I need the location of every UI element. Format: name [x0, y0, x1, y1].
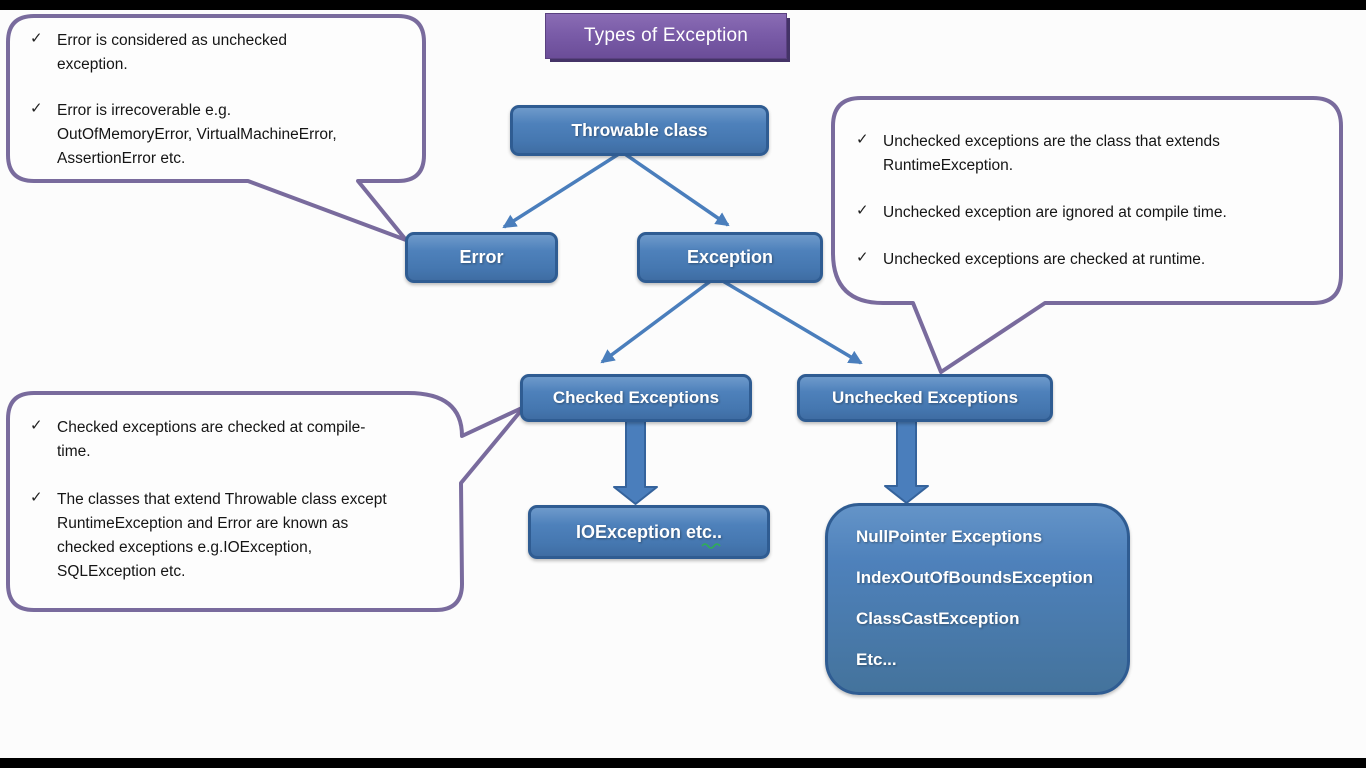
note-text: Unchecked exception are ignored at compi…	[883, 204, 1227, 221]
node-checked-label: Checked Exceptions	[552, 388, 720, 407]
callout-error-note: ✓ Error is considered as unchecked excep…	[30, 29, 370, 171]
note-text: Error is considered as unchecked excepti…	[57, 32, 288, 73]
node-exception-label: Exception	[686, 247, 774, 267]
arrow-throwable-to-error	[502, 150, 623, 229]
node-error: Error	[405, 232, 558, 283]
callout-unchecked-note: ✓ Unchecked exceptions are the class tha…	[856, 130, 1318, 272]
node-checked-exceptions: Checked Exceptions	[520, 374, 752, 422]
block-arrow-unchecked-to-examples	[884, 415, 929, 504]
check-icon: ✓	[856, 249, 869, 266]
node-unchecked-examples-box: NullPointer Exceptions IndexOutOfBoundsE…	[825, 503, 1130, 695]
note-item: ✓ Unchecked exception are ignored at com…	[856, 201, 1318, 225]
note-item: ✓ The classes that extend Throwable clas…	[30, 488, 430, 584]
note-item: ✓ Error is irrecoverable e.g. OutOfMemor…	[30, 99, 370, 171]
node-throwable-class: Throwable class	[510, 105, 769, 156]
letterbox-bottom	[0, 758, 1366, 768]
diagram-title-label: Types of Exception	[583, 25, 749, 46]
example-classcast: ClassCastException	[856, 608, 1020, 628]
node-exception: Exception	[637, 232, 823, 283]
note-item: ✓ Error is considered as unchecked excep…	[30, 29, 370, 77]
check-icon: ✓	[30, 417, 43, 434]
node-error-label: Error	[459, 247, 504, 267]
note-text: Error is irrecoverable e.g. OutOfMemoryE…	[57, 102, 337, 167]
callout-bubble-checked	[6, 391, 526, 612]
note-text: Checked exceptions are checked at compil…	[57, 419, 366, 460]
note-text: Unchecked exceptions are the class that …	[883, 133, 1220, 174]
arrow-exception-to-unchecked	[715, 275, 863, 365]
check-icon: ✓	[30, 30, 43, 47]
check-icon: ✓	[30, 489, 43, 506]
check-icon: ✓	[856, 202, 869, 219]
example-etc: Etc...	[856, 649, 897, 669]
note-item: ✓ Unchecked exceptions are checked at ru…	[856, 248, 1318, 272]
note-item: ✓ Checked exceptions are checked at comp…	[30, 416, 430, 464]
node-ioexception-label: IOException etc..	[575, 521, 723, 542]
check-icon: ✓	[30, 100, 43, 117]
example-nullpointer: NullPointer Exceptions	[856, 526, 1043, 546]
node-unchecked-exceptions: Unchecked Exceptions	[797, 374, 1053, 422]
note-item: ✓ Unchecked exceptions are the class tha…	[856, 130, 1318, 178]
callout-checked-note: ✓ Checked exceptions are checked at comp…	[30, 416, 430, 584]
block-arrow-checked-to-io	[613, 415, 658, 505]
diagram-title: Types of Exception	[545, 13, 787, 59]
callout-bubble-error	[6, 14, 426, 242]
callout-bubble-unchecked	[831, 96, 1343, 374]
letterbox-top	[0, 0, 1366, 10]
example-indexoutofbounds: IndexOutOfBoundsException	[856, 567, 1094, 587]
arrow-throwable-to-exception	[621, 150, 730, 227]
arrow-exception-to-checked	[600, 275, 718, 364]
note-text: Unchecked exceptions are checked at runt…	[883, 251, 1206, 268]
check-icon: ✓	[856, 131, 869, 148]
note-text: The classes that extend Throwable class …	[57, 491, 387, 580]
node-throwable-label: Throwable class	[571, 120, 708, 140]
node-unchecked-label: Unchecked Exceptions	[831, 388, 1019, 407]
node-ioexception: IOException etc..	[528, 505, 770, 559]
